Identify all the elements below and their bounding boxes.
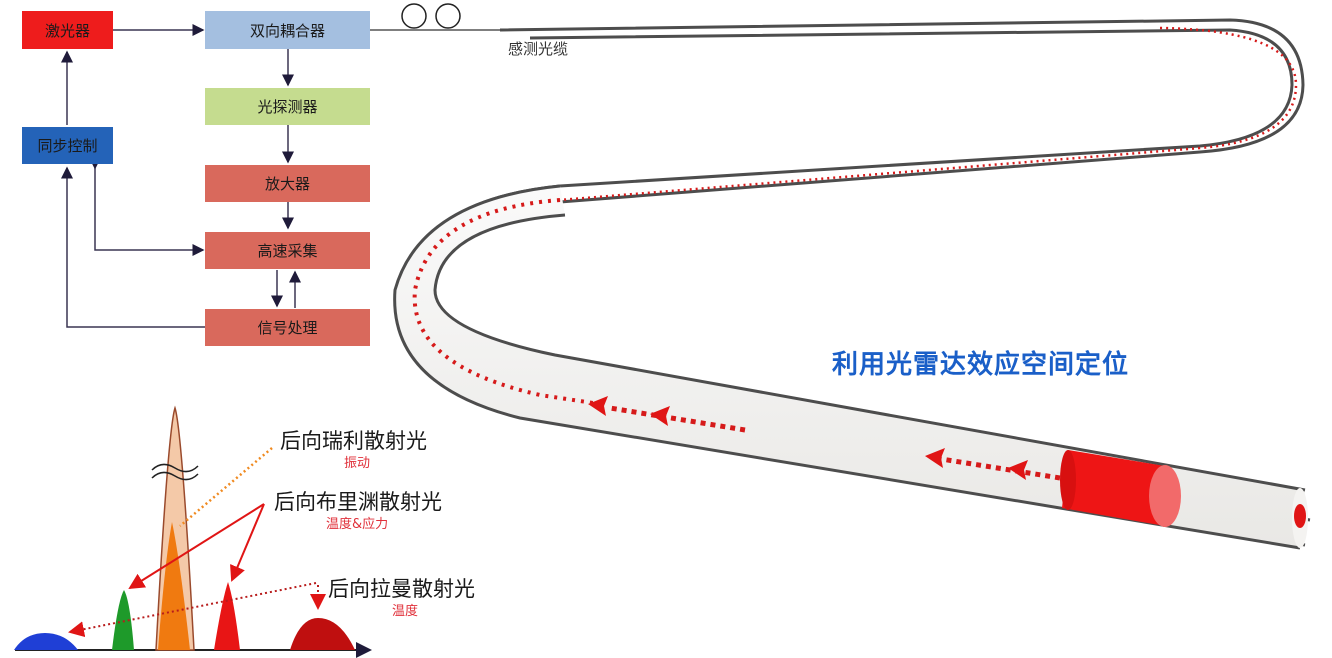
detector-label: 光探测器: [257, 98, 318, 116]
sync-control-block: 同步控制: [22, 127, 113, 164]
raman-stokes-peak: [290, 618, 355, 650]
acquisition-label: 高速采集: [257, 242, 318, 260]
coupler-block: 双向耦合器: [205, 11, 370, 49]
amplifier-label: 放大器: [264, 175, 310, 193]
sensing-cable-label: 感测光缆: [508, 40, 569, 58]
detector-block: 光探测器: [205, 88, 370, 125]
acquisition-block: 高速采集: [205, 232, 370, 269]
coupler-label: 双向耦合器: [249, 21, 325, 40]
spectrum-annotation-arrows: [68, 447, 326, 638]
raman-measure: 温度: [392, 604, 419, 619]
signal-processing-block: 信号处理: [205, 309, 370, 346]
laser-block: 激光器: [22, 11, 113, 49]
sync-control-label: 同步控制: [37, 137, 98, 155]
brillouin-anti-stokes-peak: [112, 590, 134, 650]
raman-anti-stokes-peak: [14, 633, 78, 650]
brillouin-measure: 温度&应力: [326, 517, 389, 532]
rayleigh-label: 后向瑞利散射光: [280, 429, 427, 453]
signal-processing-label: 信号处理: [257, 319, 318, 337]
backscatter-signal-path: [412, 26, 1298, 481]
signal-arrowheads: [588, 396, 1028, 480]
rayleigh-measure: 振动: [344, 456, 371, 471]
raman-label: 后向拉曼散射光: [328, 577, 475, 601]
laser-label: 激光器: [44, 21, 90, 40]
block-diagram-arrows: [61, 24, 500, 328]
fiber-coil-icon: [401, 3, 461, 29]
brillouin-stokes-peak: [214, 582, 240, 650]
light-pulse-cylinder: [1060, 450, 1181, 527]
amplifier-block: 放大器: [205, 165, 370, 202]
diagram-title: 利用光雷达效应空间定位: [832, 350, 1130, 380]
spectrum-peaks: [14, 405, 355, 651]
brillouin-label: 后向布里渊散射光: [274, 490, 442, 514]
